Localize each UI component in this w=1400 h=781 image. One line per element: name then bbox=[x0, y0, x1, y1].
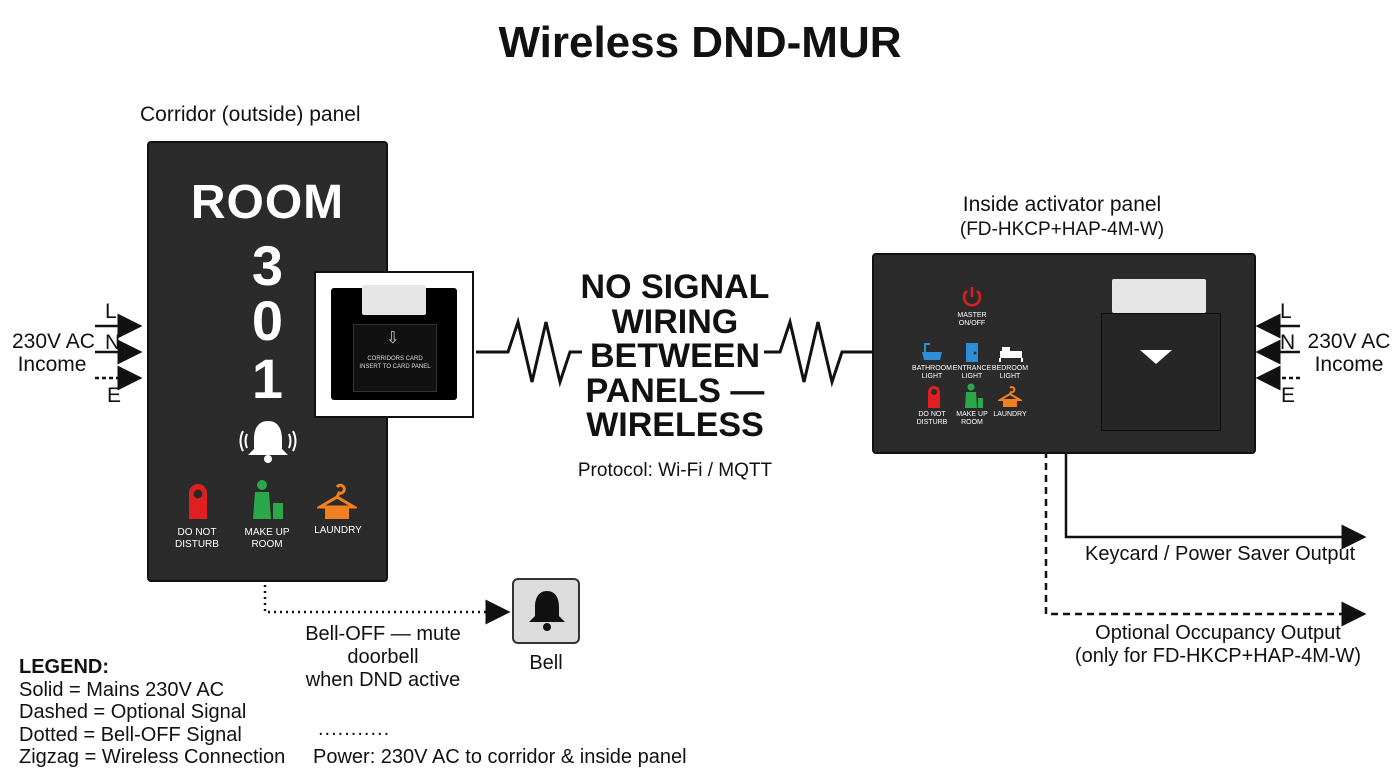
entrance-light-label: ENTRANCE LIGHT bbox=[952, 365, 992, 380]
corridor-mur-label: MAKE UP ROOM bbox=[244, 527, 290, 550]
bell-icon bbox=[529, 591, 565, 631]
bell-label: Bell bbox=[529, 652, 563, 674]
power-icon[interactable] bbox=[960, 285, 984, 309]
master-onoff-label: MASTER ON/OFF bbox=[957, 312, 987, 327]
bedroom-light-label: BEDROOM LIGHT bbox=[991, 365, 1029, 380]
right-wire-l: L bbox=[1280, 300, 1292, 323]
bell-note: Bell-OFF — mute doorbell when DND active bbox=[268, 623, 498, 692]
inside-mur-label: MAKE UP ROOM bbox=[956, 411, 988, 426]
right-power-voltage: 230V AC bbox=[1307, 330, 1391, 353]
corridor-heading: Corridor (outside) panel bbox=[140, 103, 361, 126]
legend-item: Solid = Mains 230V AC bbox=[19, 678, 225, 701]
corridor-dnd-label: DO NOT DISTURB bbox=[175, 527, 219, 550]
inside-model: (FD-HKCP+HAP-4M-W) bbox=[959, 219, 1165, 240]
card-slot-face: ⇩ CORRIDORS CARD INSERT TO CARD PANEL bbox=[353, 324, 437, 392]
bell-note-line-2: when DND active bbox=[305, 669, 461, 691]
card-insert-arrow-icon bbox=[1140, 350, 1172, 364]
legend: LEGEND: Solid = Mains 230V AC Dashed = O… bbox=[19, 656, 285, 769]
legend-item: Dotted = Bell-OFF Signal bbox=[19, 723, 242, 746]
card-slot-text: CORRIDORS CARD INSERT TO CARD PANEL bbox=[359, 356, 431, 370]
room-word: ROOM bbox=[190, 176, 345, 229]
left-wire-e: E bbox=[107, 384, 122, 407]
door-hanger-icon[interactable] bbox=[926, 385, 942, 409]
hanger-icon[interactable] bbox=[317, 483, 357, 521]
bed-icon[interactable] bbox=[998, 341, 1024, 363]
occupancy-output-label: Optional Occupancy Output (only for FD-H… bbox=[1070, 622, 1366, 668]
keycard-output-label: Keycard / Power Saver Output bbox=[1085, 543, 1356, 565]
legend-item: Dashed = Optional Signal bbox=[19, 701, 247, 723]
room-digit-3: 1 bbox=[251, 347, 284, 410]
wireless-zigzag-right bbox=[764, 316, 872, 388]
left-wire-l: L bbox=[105, 300, 117, 323]
hanger-icon[interactable] bbox=[998, 385, 1022, 409]
no-wiring-line-5: WIRELESS bbox=[586, 406, 764, 444]
room-digit-1: 3 bbox=[251, 234, 284, 297]
room-digit-2: 0 bbox=[251, 289, 284, 352]
legend-heading: LEGEND: bbox=[19, 656, 109, 678]
occupancy-output-line-1: Optional Occupancy Output bbox=[1095, 622, 1341, 644]
no-wiring-line-3: BETWEEN bbox=[590, 337, 760, 375]
occupancy-output-line bbox=[1044, 451, 1367, 627]
inside-dnd-label: DO NOT DISTURB bbox=[916, 411, 948, 426]
right-power-income: Income bbox=[1314, 353, 1384, 376]
no-wiring-message: NO SIGNAL WIRING BETWEEN PANELS — WIRELE… bbox=[560, 270, 790, 443]
housekeeper-icon[interactable] bbox=[962, 383, 984, 409]
power-note: Power: 230V AC to corridor & inside pane… bbox=[313, 746, 687, 768]
bathtub-icon[interactable] bbox=[920, 341, 944, 363]
bathroom-light-label: BATHROOM LIGHT bbox=[912, 365, 952, 380]
key-card[interactable] bbox=[362, 285, 426, 315]
left-power-income: Income bbox=[17, 353, 87, 376]
left-wire-n: N bbox=[105, 331, 121, 354]
no-wiring-line-4: PANELS — bbox=[585, 371, 765, 410]
bell-box[interactable] bbox=[512, 578, 580, 644]
keycard-output-line bbox=[1064, 451, 1367, 550]
right-power-label: 230V AC Income bbox=[1306, 330, 1392, 376]
card-holder[interactable] bbox=[1101, 313, 1221, 431]
card-slot[interactable]: ⇩ CORRIDORS CARD INSERT TO CARD PANEL bbox=[331, 285, 457, 400]
right-wire-n: N bbox=[1280, 331, 1296, 354]
door-icon[interactable] bbox=[962, 341, 982, 363]
card-slot-frame: ⇩ CORRIDORS CARD INSERT TO CARD PANEL bbox=[314, 271, 474, 418]
right-power-wires bbox=[1255, 313, 1300, 391]
left-power-label: 230V AC Income bbox=[12, 330, 95, 376]
diagram-title: Wireless DND-MUR bbox=[498, 18, 902, 67]
doorbell-icon[interactable] bbox=[237, 415, 299, 467]
occupancy-output-line-2: (only for FD-HKCP+HAP-4M-W) bbox=[1074, 645, 1362, 667]
protocol-label: Protocol: Wi-Fi / MQTT bbox=[577, 460, 773, 481]
wireless-zigzag-left bbox=[476, 316, 582, 388]
left-power-wires bbox=[95, 313, 143, 391]
inside-laundry-label: LAUNDRY bbox=[993, 411, 1027, 418]
key-card[interactable] bbox=[1112, 279, 1206, 313]
legend-dots: ........... bbox=[318, 718, 391, 740]
legend-item: Zigzag = Wireless Connection bbox=[19, 746, 286, 768]
no-wiring-line-2: WIRING bbox=[611, 302, 739, 341]
corridor-laundry-label: LAUNDRY bbox=[314, 525, 362, 536]
inside-panel: MASTER ON/OFF BATHROOM LIGHT ENTRANCE LI… bbox=[872, 253, 1256, 454]
left-power-voltage: 230V AC bbox=[12, 330, 95, 353]
door-hanger-icon[interactable] bbox=[185, 483, 211, 521]
inside-heading: Inside activator panel bbox=[962, 193, 1162, 216]
arrow-down-icon: ⇩ bbox=[386, 330, 400, 347]
no-wiring-line-1: NO SIGNAL bbox=[580, 268, 770, 306]
bell-note-line-1: Bell-OFF — mute doorbell bbox=[305, 623, 461, 668]
bell-off-line bbox=[263, 579, 511, 625]
right-wire-e: E bbox=[1281, 384, 1296, 407]
housekeeper-icon[interactable] bbox=[247, 479, 287, 521]
